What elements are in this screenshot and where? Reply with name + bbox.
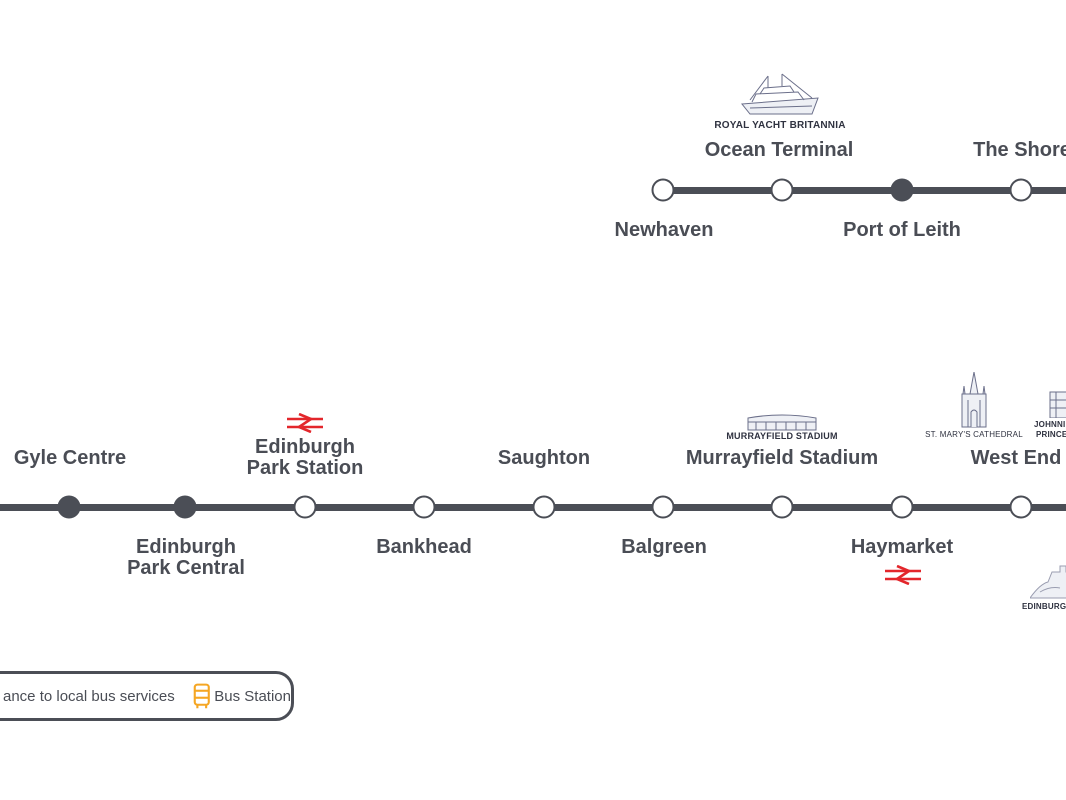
stop-ocean-terminal[interactable] bbox=[770, 178, 794, 202]
stop-west-end[interactable] bbox=[1009, 495, 1033, 519]
label-ocean-terminal: Ocean Terminal bbox=[704, 139, 854, 161]
stop-saughton[interactable] bbox=[532, 495, 556, 519]
national-rail-icon bbox=[885, 565, 921, 585]
label-edinburgh-park-central-2: Park Central bbox=[127, 557, 245, 579]
label-west-end: West End bbox=[970, 447, 1062, 469]
st-marys-cathedral-icon bbox=[961, 372, 987, 428]
johnnie-walker-icon bbox=[1049, 391, 1066, 418]
stop-bankhead[interactable] bbox=[412, 495, 436, 519]
stop-the-shore[interactable] bbox=[1009, 178, 1033, 202]
stop-edinburgh-park-central[interactable] bbox=[173, 495, 197, 519]
stop-gyle-centre[interactable] bbox=[57, 495, 81, 519]
label-st-marys: ST. MARY'S CATHEDRAL bbox=[925, 430, 1023, 439]
royal-yacht-icon bbox=[741, 73, 819, 115]
label-port-of-leith: Port of Leith bbox=[843, 219, 961, 241]
stop-newhaven[interactable] bbox=[651, 178, 675, 202]
legend-box: ance to local bus services Bus Station bbox=[0, 671, 294, 721]
label-edinburgh-park-central-1: Edinburgh bbox=[136, 536, 236, 558]
label-johnnie-2: PRINCE bbox=[1036, 430, 1066, 439]
stop-edinburgh-park-station[interactable] bbox=[293, 495, 317, 519]
label-haymarket: Haymarket bbox=[850, 536, 954, 558]
tram-line-top bbox=[662, 187, 1066, 194]
label-bankhead: Bankhead bbox=[376, 536, 472, 558]
edinburgh-castle-icon bbox=[1030, 565, 1066, 599]
legend-bus-station-text: Bus Station bbox=[214, 687, 291, 705]
label-gyle-centre: Gyle Centre bbox=[13, 447, 127, 469]
stop-balgreen[interactable] bbox=[651, 495, 675, 519]
label-the-shore: The Shore bbox=[973, 139, 1066, 161]
label-newhaven: Newhaven bbox=[614, 219, 714, 241]
label-royal-yacht: ROYAL YACHT BRITANNIA bbox=[714, 120, 846, 131]
label-edinburgh-park-station-1: Edinburgh bbox=[255, 436, 355, 458]
label-murrayfield-stadium: Murrayfield Stadium bbox=[685, 447, 879, 469]
national-rail-icon bbox=[287, 413, 323, 433]
stop-port-of-leith[interactable] bbox=[890, 178, 914, 202]
label-balgreen: Balgreen bbox=[621, 536, 707, 558]
bus-icon bbox=[193, 683, 210, 709]
label-johnnie-1: JOHNNI bbox=[1034, 420, 1066, 429]
label-edinburgh-park-station-2: Park Station bbox=[246, 457, 364, 479]
stop-haymarket[interactable] bbox=[890, 495, 914, 519]
murrayfield-stadium-icon bbox=[747, 414, 817, 431]
label-edinburgh-castle: EDINBURGH bbox=[1022, 602, 1066, 611]
label-murrayfield-landmark: MURRAYFIELD STADIUM bbox=[726, 431, 838, 441]
legend-local-bus-text: ance to local bus services bbox=[3, 687, 175, 705]
label-saughton: Saughton bbox=[497, 447, 591, 469]
stop-murrayfield-stadium[interactable] bbox=[770, 495, 794, 519]
